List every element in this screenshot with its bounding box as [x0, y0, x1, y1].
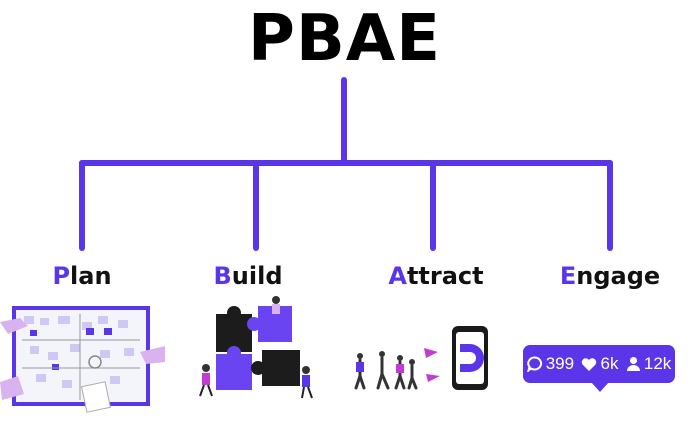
magnet-phone-illustration — [354, 326, 488, 390]
branch-rest-plan: lan — [70, 262, 112, 290]
planning-board-illustration — [0, 306, 165, 413]
likes-stat: 6k — [581, 354, 618, 374]
engagement-stats-bubble: 399 6k 12k — [523, 345, 675, 392]
branch-initial-engage: E — [559, 262, 577, 290]
comment-icon — [526, 356, 542, 372]
branch-initial-attract: A — [388, 262, 407, 290]
branch-rest-engage: ngage — [576, 262, 661, 290]
comments-count: 399 — [545, 354, 575, 373]
branch-initial-plan: P — [52, 262, 71, 290]
branch-label-attract: Attract — [366, 262, 506, 290]
branch-label-build: Build — [178, 262, 318, 290]
user-icon — [626, 357, 640, 371]
branch-label-engage: Engage — [540, 262, 680, 290]
comments-stat: 399 — [526, 354, 575, 374]
heart-icon — [582, 357, 597, 371]
branch-rest-build: uild — [231, 262, 283, 290]
branch-label-plan: Plan — [12, 262, 152, 290]
diagram-title: PBAE — [248, 2, 441, 76]
likes-count: 6k — [600, 354, 619, 373]
followers-stat: 12k — [626, 354, 671, 374]
followers-count: 12k — [643, 354, 672, 373]
branch-rest-attract: ttract — [406, 262, 484, 290]
puzzle-pieces-illustration — [199, 296, 313, 399]
branch-initial-build: B — [213, 262, 232, 290]
bubble-tail — [591, 382, 609, 392]
